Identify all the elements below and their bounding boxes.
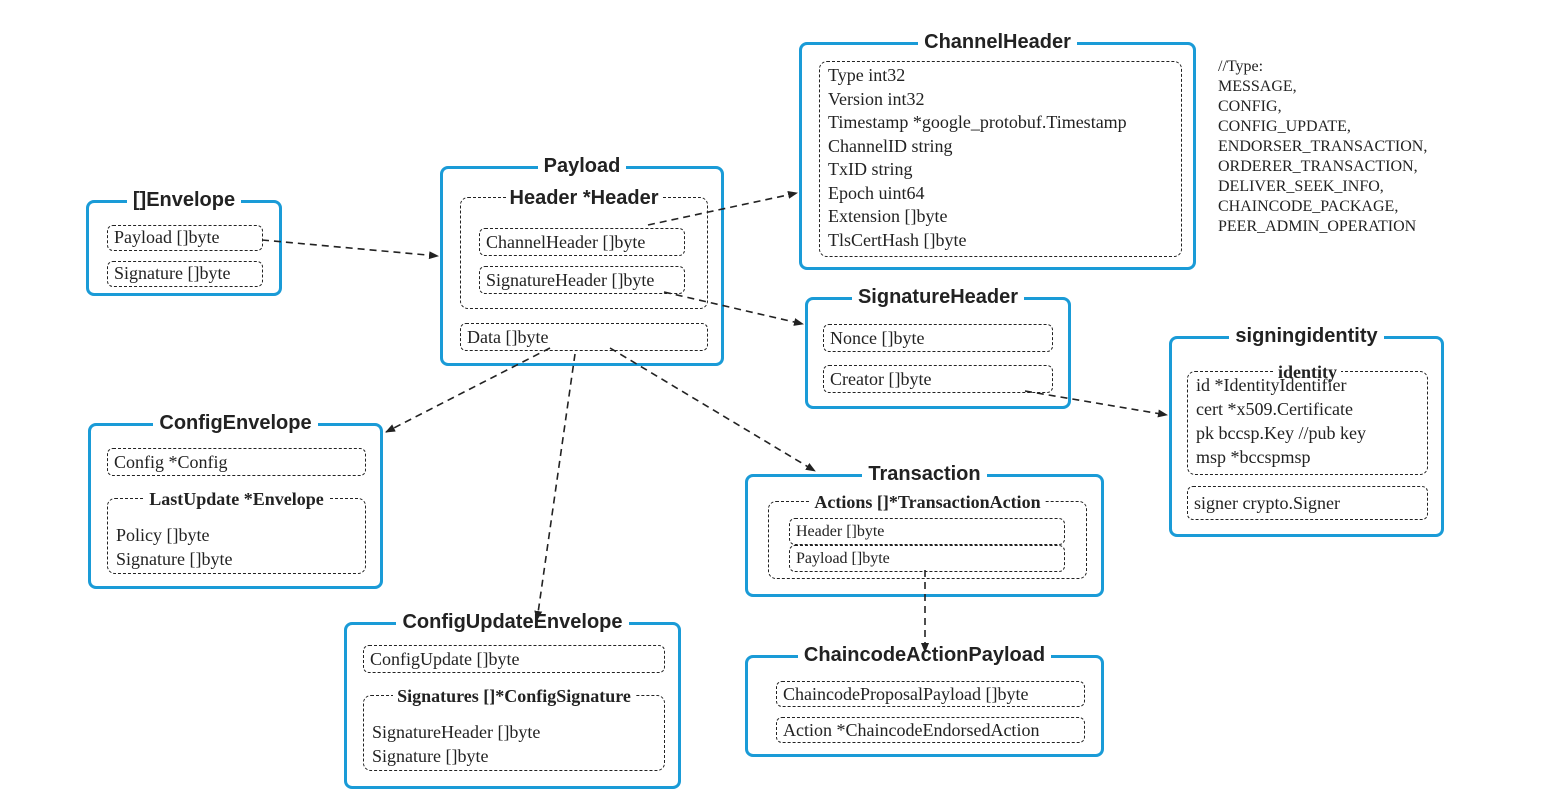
channel-header-field-list: Type int32 Version int32 Timestamp *goog…	[828, 64, 1127, 252]
arrow-data-to-transaction	[609, 347, 816, 472]
channel-header-tls-cert-hash: TlsCertHash []byte	[828, 229, 967, 250]
data-bytes-field: Data []byte	[460, 323, 708, 351]
channel-header-version: Version int32	[828, 88, 925, 109]
channel-header-bytes-field: ChannelHeader []byte	[479, 228, 685, 256]
last-update-signature: Signature []byte	[116, 549, 233, 569]
identity-field-list: id *IdentityIdentifier cert *x509.Certif…	[1196, 373, 1366, 469]
channel-header-fields: Type int32 Version int32 Timestamp *goog…	[819, 61, 1182, 257]
type-note-line: PEER_ADMIN_OPERATION	[1218, 218, 1417, 235]
arrow-signatureheader-bytes-to-signature-header	[663, 291, 804, 326]
signer-field: signer crypto.Signer	[1187, 486, 1428, 520]
signatures-signature-header: SignatureHeader []byte	[372, 722, 541, 742]
type-note-line: ENDORSER_TRANSACTION,	[1218, 138, 1428, 155]
type-note-line: CONFIG_UPDATE,	[1218, 118, 1351, 135]
last-update-policy: Policy []byte	[116, 525, 210, 545]
channel-header-tx-id: TxID string	[828, 159, 913, 179]
arrow-data-to-config-envelope	[385, 347, 551, 433]
identity-msp: msp *bccspmsp	[1196, 447, 1311, 467]
action-payload-field: Payload []byte	[789, 545, 1065, 572]
arrow-data-to-config-update-envelope	[534, 353, 576, 621]
channel-header-epoch: Epoch uint64	[828, 182, 925, 203]
signatures-field-list: SignatureHeader []byte Signature []byte	[372, 720, 540, 768]
type-note-line: MESSAGE,	[1218, 78, 1297, 95]
identity-id: id *IdentityIdentifier	[1196, 375, 1347, 395]
channel-header-channel-id: ChannelID string	[828, 135, 953, 156]
identity-cert: cert *x509.Certificate	[1196, 399, 1353, 419]
identity-pk: pk bccsp.Key //pub key	[1196, 423, 1366, 443]
channel-header-extension: Extension []byte	[828, 206, 948, 226]
config-field: Config *Config	[107, 448, 366, 476]
action-header-field: Header []byte	[789, 518, 1065, 545]
chaincode-proposal-payload-field: ChaincodeProposalPayload []byte	[776, 681, 1085, 707]
signature-header-bytes-field: SignatureHeader []byte	[479, 266, 685, 294]
type-note-line: ORDERER_TRANSACTION,	[1218, 158, 1418, 175]
type-note-line: CONFIG,	[1218, 98, 1282, 115]
channel-header-type: Type int32	[828, 65, 906, 85]
envelope-payload-field: Payload []byte	[107, 225, 263, 251]
arrow-creator-to-signing-identity	[1024, 390, 1168, 418]
signatures-signature: Signature []byte	[372, 746, 489, 766]
type-note-line: //Type:	[1218, 58, 1264, 75]
envelope-signature-field: Signature []byte	[107, 261, 263, 287]
nonce-field: Nonce []byte	[823, 324, 1053, 352]
arrow-envelope-to-payload	[261, 239, 439, 260]
creator-field: Creator []byte	[823, 365, 1053, 393]
endorsed-action-field: Action *ChaincodeEndorsedAction	[776, 717, 1085, 743]
config-update-field: ConfigUpdate []byte	[363, 645, 665, 673]
arrow-channelheader-bytes-to-channel-header	[647, 190, 798, 226]
last-update-field-list: Policy []byte Signature []byte	[116, 523, 232, 571]
type-note-line: CHAINCODE_PACKAGE,	[1218, 198, 1399, 215]
identity-group: identity id *IdentityIdentifier cert *x5…	[1187, 362, 1428, 475]
channel-header-timestamp: Timestamp *google_protobuf.Timestamp	[828, 112, 1127, 132]
type-note: //Type: MESSAGE, CONFIG, CONFIG_UPDATE, …	[1218, 57, 1427, 237]
type-note-line: DELIVER_SEEK_INFO,	[1218, 178, 1384, 195]
